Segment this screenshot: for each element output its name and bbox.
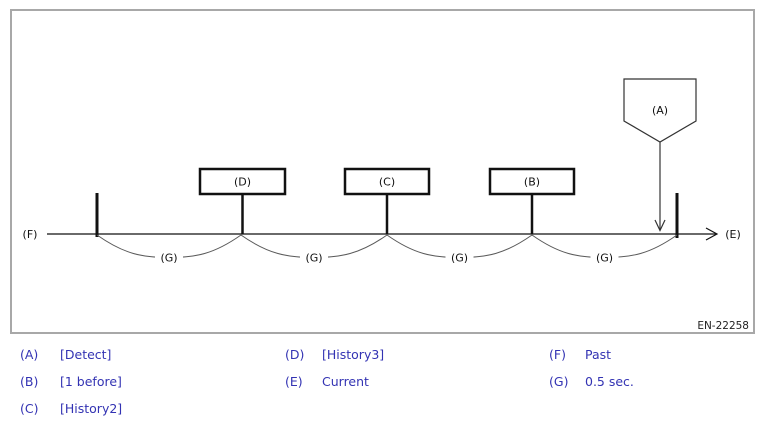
legend-item-current: (E) Current (285, 374, 369, 390)
legend-label: Past (585, 347, 612, 362)
interval-label: (G) (596, 252, 613, 265)
figure-code: EN-22258 (697, 320, 749, 332)
detect-marker-label: (A) (652, 104, 668, 117)
legend-item-past: (F) Past (549, 347, 611, 363)
interval-label: (G) (451, 252, 468, 265)
legend-key: (F) (549, 347, 566, 362)
event-box-rect (488, 167, 576, 196)
legend-label: Current (322, 374, 369, 389)
event-box-rect (198, 167, 287, 196)
detect-arrowhead-icon (654, 219, 666, 232)
event-box-rect (343, 167, 431, 196)
interval-label-bg (445, 251, 474, 264)
detect-marker: (A) (623, 78, 697, 232)
legend-item-history2: (C) [History2] (20, 401, 122, 417)
event-box-label: (D) (234, 176, 251, 189)
legend-key: (D) (285, 347, 305, 362)
legend-label: [History2] (60, 401, 123, 416)
legend-label: 0.5 sec. (585, 374, 634, 389)
axis-end-label: (E) (725, 228, 741, 241)
detect-pentagon-icon (623, 78, 697, 143)
legend-item-history3: (D) [History3] (285, 347, 384, 363)
event-box-label: (C) (379, 176, 395, 189)
interval-label-bg (300, 251, 328, 264)
legend-key: (G) (549, 374, 569, 389)
timeline-diagram: (F) (E) (D) (C) (B) (23, 78, 749, 332)
legend-key: (C) (20, 401, 39, 416)
legend-item-detect: (A) [Detect] (20, 347, 111, 363)
legend-key: (E) (285, 374, 303, 389)
legend-key: (B) (20, 374, 39, 389)
legend-label: [History3] (322, 347, 385, 362)
time-axis-arrowhead-icon (705, 227, 719, 241)
event-box-1before: (B) (488, 167, 576, 234)
legend-key: (A) (20, 347, 39, 362)
legend-label: [Detect] (60, 347, 112, 362)
interval-labels: (G) (G) (G) (G) (155, 251, 619, 265)
event-box-history3: (D) (198, 167, 287, 234)
legend-item-1before: (B) [1 before] (20, 374, 122, 390)
interval-label: (G) (160, 252, 177, 265)
interval-label: (G) (305, 252, 322, 265)
interval-braces (96, 234, 678, 259)
event-box-label: (B) (524, 176, 540, 189)
event-box-history2: (C) (343, 167, 431, 234)
diagram-frame: (F) (E) (D) (C) (B) (10, 9, 755, 334)
legend-label: [1 before] (60, 374, 122, 389)
interval-label-bg (590, 251, 619, 264)
axis-start-label: (F) (23, 228, 38, 241)
legend-item-interval: (G) 0.5 sec. (549, 374, 634, 390)
interval-label-bg (155, 251, 183, 264)
